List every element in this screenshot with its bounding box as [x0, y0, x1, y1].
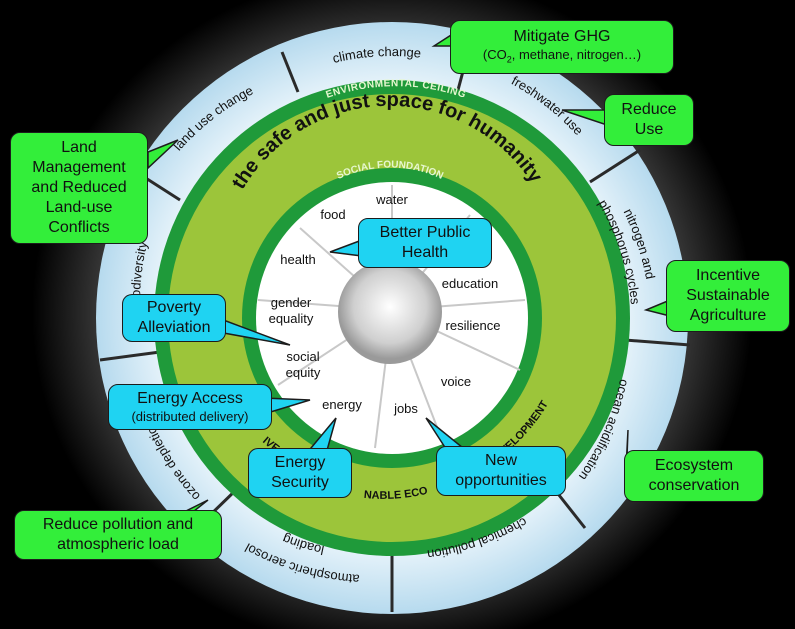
callout-reduce-use-line2: Use — [634, 121, 664, 138]
callout-mitigate-ghg-title: Mitigate GHG — [513, 27, 611, 45]
callout-pollution-line1: Reduce pollution and — [42, 516, 194, 533]
callout-energy-access-sub: (distributed delivery) — [131, 409, 249, 424]
social-health: health — [280, 252, 315, 267]
social-water: water — [375, 192, 408, 207]
callout-ecosystem-line2: conservation — [648, 477, 740, 494]
callout-reduce-use: Reduce Use — [604, 94, 694, 146]
callout-security-line2: Security — [271, 474, 329, 491]
callout-poverty-alleviation: Poverty Alleviation — [122, 294, 226, 342]
callout-land-line1: Land — [61, 139, 97, 156]
callout-health-line2: Health — [401, 244, 449, 261]
callout-incentive-line3: Agriculture — [689, 307, 767, 324]
social-gender-line2: equality — [269, 311, 314, 326]
center-globe — [338, 260, 442, 364]
callout-pollution-line2: atmospheric load — [57, 536, 179, 553]
social-gender-line1: gender — [271, 295, 312, 310]
callout-reduce-use-line1: Reduce — [621, 101, 677, 118]
callout-opportunities-line2: opportunities — [455, 472, 547, 489]
callout-energy-access: Energy Access (distributed delivery) — [108, 384, 272, 430]
callout-reduce-pollution: Reduce pollution and atmospheric load — [14, 510, 222, 560]
callout-energy-access-title: Energy Access — [137, 390, 243, 407]
social-education: education — [442, 276, 498, 291]
social-jobs: jobs — [393, 401, 418, 416]
callout-land-management: Land Management and Reduced Land-use Con… — [10, 132, 148, 244]
callout-energy-security: Energy Security — [248, 448, 352, 498]
callout-health-line1: Better Public — [379, 224, 471, 241]
callout-land-line2: Management — [32, 159, 126, 176]
callout-mitigate-ghg-sub: (CO2, methane, nitrogen…) — [482, 46, 642, 65]
social-food: food — [320, 207, 345, 222]
callout-better-public-health: Better Public Health — [358, 218, 492, 268]
callout-land-line4: Land-use — [45, 199, 113, 216]
callout-land-line3: and Reduced — [31, 179, 127, 196]
callout-mitigate-ghg: Mitigate GHG (CO2, methane, nitrogen…) — [450, 20, 674, 74]
social-energy: energy — [322, 397, 362, 412]
callout-opportunities-line1: New — [484, 452, 517, 469]
callout-incentive-line1: Incentive — [695, 267, 761, 284]
callout-ecosystem-line1: Ecosystem — [654, 457, 734, 474]
social-equity-line2: equity — [286, 365, 321, 380]
callout-poverty-line1: Poverty — [146, 299, 202, 316]
callout-poverty-line2: Alleviation — [137, 319, 211, 336]
callout-land-line5: Conflicts — [48, 219, 110, 236]
callout-new-opportunities: New opportunities — [436, 446, 566, 496]
callout-incentive-line2: Sustainable — [686, 287, 770, 304]
callout-ecosystem-conservation: Ecosystem conservation — [624, 450, 764, 502]
social-voice: voice — [441, 374, 471, 389]
callout-incentive-agriculture: Incentive Sustainable Agriculture — [666, 260, 790, 332]
social-resilience: resilience — [446, 318, 501, 333]
callout-security-line1: Energy — [274, 454, 326, 471]
social-equity-line1: social — [286, 349, 319, 364]
